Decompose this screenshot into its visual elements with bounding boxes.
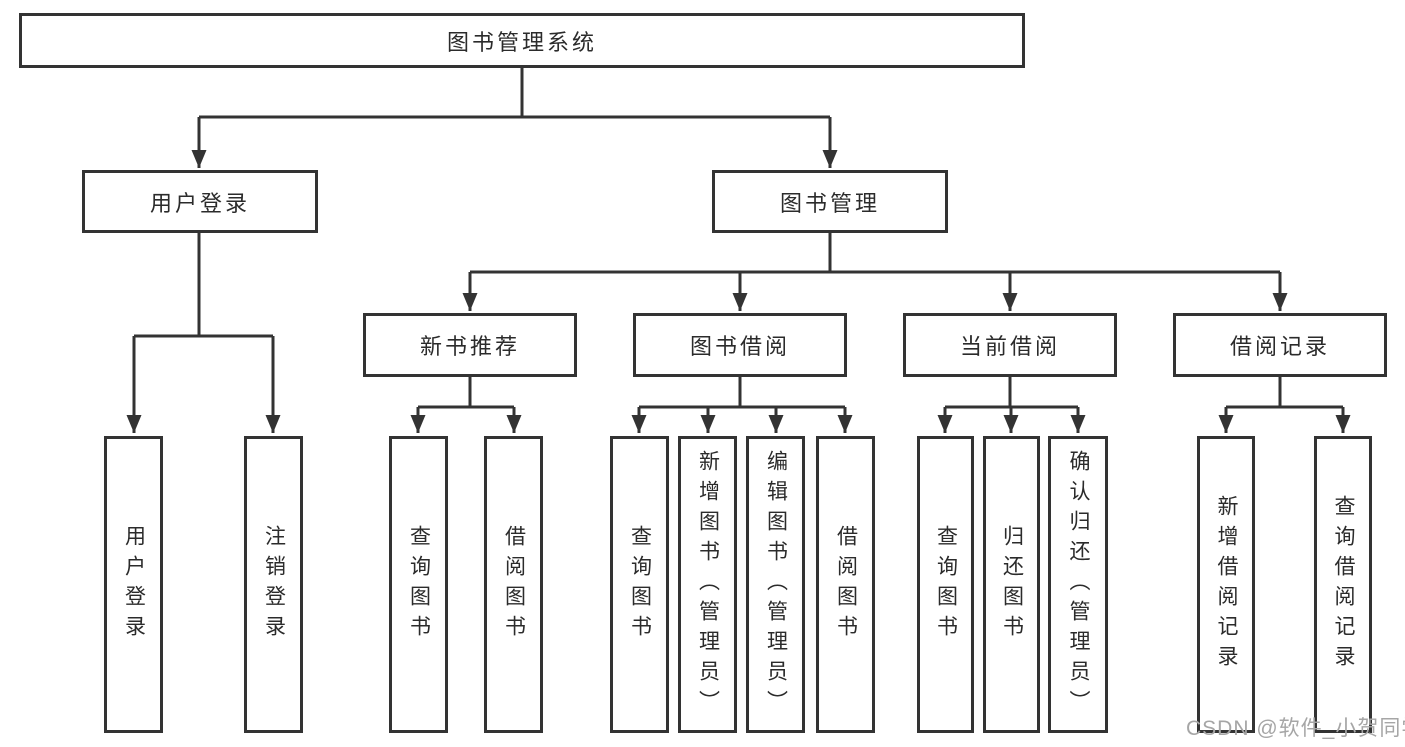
leaf-edit-book-admin: 编辑图书（管理员） xyxy=(746,436,805,733)
leaf-query-borrow-record-label: 查询借阅记录 xyxy=(1332,494,1355,675)
leaf-return-book: 归还图书 xyxy=(983,436,1040,733)
node-book-mgmt: 图书管理 xyxy=(712,170,948,233)
leaf-add-book-admin: 新增图书（管理员） xyxy=(678,436,737,733)
leaf-logout: 注销登录 xyxy=(244,436,303,733)
leaf-confirm-return-admin: 确认归还（管理员） xyxy=(1048,436,1108,733)
node-new-book-rec-label: 新书推荐 xyxy=(419,334,520,359)
leaf-borrow-book-1-label: 借阅图书 xyxy=(502,524,526,645)
leaf-logout-label: 注销登录 xyxy=(262,524,286,645)
node-user-login-label: 用户登录 xyxy=(149,190,250,216)
leaf-query-book-3: 查询图书 xyxy=(917,436,974,733)
csdn-watermark: CSDN @软件_小贺同学 xyxy=(1186,717,1405,740)
node-book-borrow-label: 图书借阅 xyxy=(689,334,790,359)
node-new-book-rec: 新书推荐 xyxy=(363,313,577,377)
leaf-query-borrow-record: 查询借阅记录 xyxy=(1314,436,1372,733)
leaf-add-borrow-record: 新增借阅记录 xyxy=(1197,436,1255,733)
node-book-mgmt-label: 图书管理 xyxy=(779,190,880,216)
node-borrow-record-label: 借阅记录 xyxy=(1229,334,1330,359)
leaf-borrow-book-1: 借阅图书 xyxy=(484,436,543,733)
node-book-borrow: 图书借阅 xyxy=(633,313,847,377)
leaf-user-login: 用户登录 xyxy=(104,436,163,733)
leaf-query-book-3-label: 查询图书 xyxy=(934,524,958,645)
leaf-return-book-label: 归还图书 xyxy=(1000,524,1024,645)
leaf-edit-book-admin-label: 编辑图书（管理员） xyxy=(764,449,788,720)
node-current-borrow-label: 当前借阅 xyxy=(959,334,1060,359)
node-user-login: 用户登录 xyxy=(82,170,318,233)
leaf-query-book-1: 查询图书 xyxy=(389,436,448,733)
leaf-add-borrow-record-label: 新增借阅记录 xyxy=(1215,494,1238,675)
leaf-borrow-book-2-label: 借阅图书 xyxy=(834,524,858,645)
leaf-borrow-book-2: 借阅图书 xyxy=(816,436,875,733)
leaf-user-login-label: 用户登录 xyxy=(122,524,146,645)
leaf-query-book-1-label: 查询图书 xyxy=(407,524,431,645)
node-root: 图书管理系统 xyxy=(19,13,1025,68)
leaf-add-book-admin-label: 新增图书（管理员） xyxy=(696,449,720,720)
node-root-label: 图书管理系统 xyxy=(446,29,597,55)
leaf-query-book-2-label: 查询图书 xyxy=(628,524,652,645)
leaf-query-book-2: 查询图书 xyxy=(610,436,669,733)
leaf-confirm-return-admin-label: 确认归还（管理员） xyxy=(1067,449,1090,720)
node-borrow-record: 借阅记录 xyxy=(1173,313,1387,377)
node-current-borrow: 当前借阅 xyxy=(903,313,1117,377)
